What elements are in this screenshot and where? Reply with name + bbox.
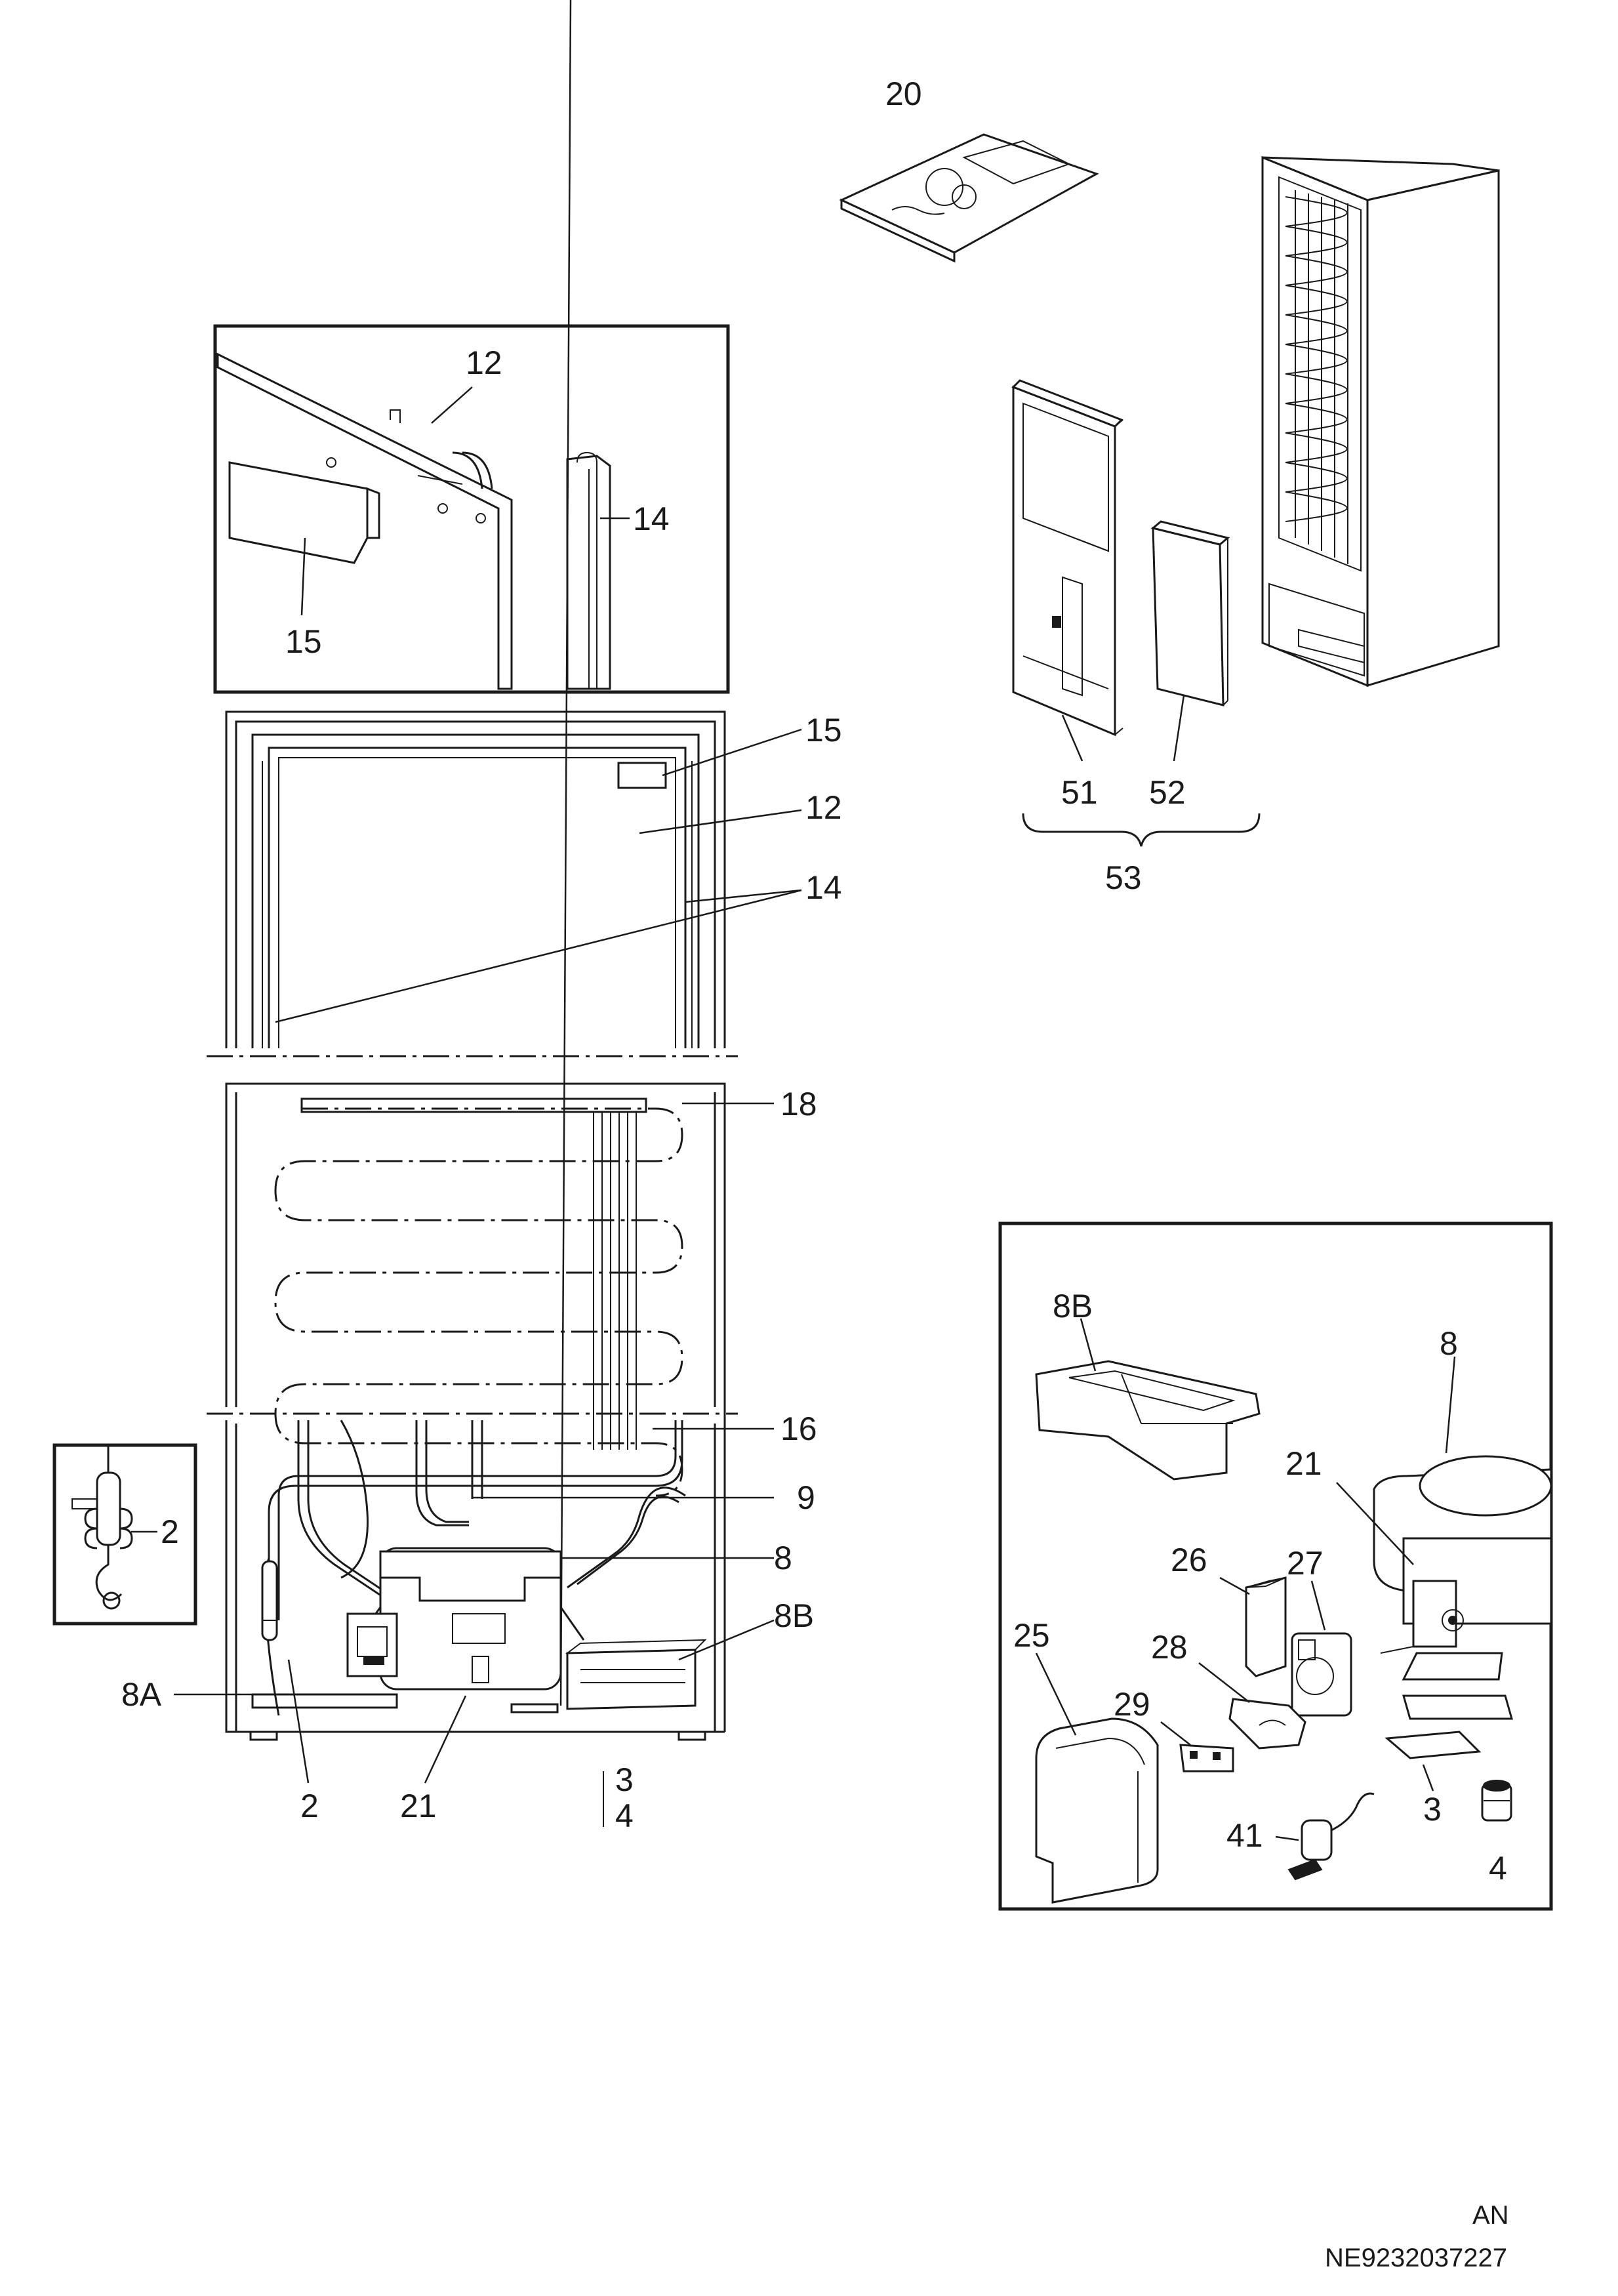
callout-29-detail: 29 (1114, 1686, 1150, 1723)
callout-20: 20 (885, 75, 922, 112)
capacitor-part-41 (1275, 1792, 1375, 1881)
callout-28-detail: 28 (1151, 1629, 1188, 1666)
grommet-part-4 (1481, 1780, 1512, 1822)
callout-8b-detail: 8B (1053, 1288, 1093, 1324)
drawing-footer: AN NE9232037227 (1325, 2201, 1509, 2272)
cover-part-25 (1035, 1652, 1159, 1904)
mounting-bracket-part-3 (1385, 1731, 1482, 1792)
callout-3-detail: 3 (1423, 1791, 1442, 1828)
back-cover-part-51 (1011, 379, 1123, 737)
callout-labels: 20 12 14 15 15 12 14 51 52 53 18 16 9 8 … (121, 75, 1507, 1887)
callout-51: 51 (1061, 774, 1098, 811)
evaporator-tube-part-18 (274, 1107, 683, 1497)
upper-cabinet (207, 710, 802, 1057)
footer-code: AN (1472, 2201, 1509, 2230)
overload-protector-part-27 (1291, 1580, 1352, 1717)
callout-14-inset: 14 (633, 501, 670, 537)
callout-8-detail: 8 (1440, 1325, 1458, 1362)
callout-2: 2 (300, 1788, 319, 1824)
relay-part-26 (1219, 1576, 1287, 1677)
drip-tray-part-8b (565, 1639, 707, 1710)
callout-12: 12 (805, 789, 842, 826)
callout-16: 16 (780, 1410, 817, 1447)
callout-15: 15 (805, 712, 842, 748)
callout-4: 4 (615, 1797, 634, 1834)
callout-53: 53 (1105, 859, 1142, 896)
lower-cabinet (174, 0, 775, 1827)
condenser-coil (1285, 190, 1348, 564)
connector-part-29 (1160, 1721, 1234, 1773)
assembly-brace-53 (1022, 813, 1261, 847)
compressor-detail-inset (998, 1221, 1553, 1911)
callout-12-inset: 12 (466, 344, 502, 381)
compressor-part-8-21-detail (1336, 1356, 1552, 1720)
callout-18: 18 (780, 1086, 817, 1122)
relay-box-part-25 (346, 1612, 398, 1677)
callout-3: 3 (615, 1761, 634, 1798)
drip-tray-part-8b-detail (1035, 1318, 1261, 1481)
callout-25-detail: 25 (1013, 1617, 1050, 1654)
thermostat-sensor-inset (52, 1443, 197, 1626)
callout-8b: 8B (774, 1597, 814, 1634)
callout-9: 9 (797, 1479, 815, 1516)
callout-15-inset: 15 (285, 623, 322, 660)
callout-26-detail: 26 (1171, 1542, 1207, 1578)
callout-21: 21 (400, 1788, 437, 1824)
compressor-part-21 (346, 1547, 585, 1691)
callout-52: 52 (1149, 774, 1186, 811)
callout-14: 14 (805, 869, 842, 906)
callout-41-detail: 41 (1226, 1817, 1263, 1854)
instruction-booklet-part-20 (839, 133, 1099, 263)
condenser-back-panel (1261, 155, 1500, 687)
callout-8a: 8A (121, 1676, 162, 1713)
callout-27-detail: 27 (1287, 1545, 1324, 1582)
base-rail-part-8a (251, 1693, 559, 1713)
callout-21-detail: 21 (1285, 1445, 1322, 1482)
thermostat-capillary (261, 1557, 280, 1716)
callout-8: 8 (774, 1540, 792, 1576)
drawing-number: NE9232037227 (1325, 2244, 1507, 2272)
panel-part-52 (1150, 520, 1230, 707)
callout-2-inset: 2 (161, 1513, 179, 1550)
clip-part-28 (1198, 1662, 1306, 1750)
door-detail-inset (213, 324, 730, 694)
callout-4-detail: 4 (1489, 1850, 1507, 1887)
